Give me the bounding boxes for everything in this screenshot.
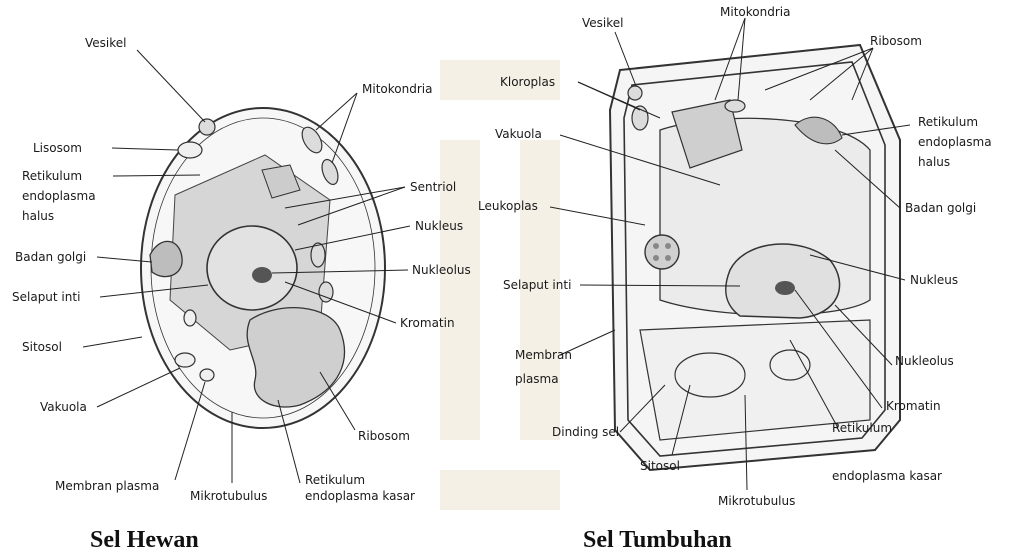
animal-label-vesikel: Vesikel bbox=[85, 36, 126, 50]
plant-mitochondrion-1 bbox=[725, 100, 745, 112]
plant-label-sitosol: Sitosol bbox=[640, 459, 680, 473]
plant-label-dinding-sel: Dinding sel bbox=[552, 425, 619, 439]
animal-label-retikulum-halus-3: halus bbox=[22, 209, 54, 223]
plant-label-nukleolus: Nukleolus bbox=[895, 354, 954, 368]
animal-label-kromatin: Kromatin bbox=[400, 316, 455, 330]
animal-nucleolus bbox=[252, 267, 272, 283]
animal-cell bbox=[141, 108, 385, 428]
plant-label-ribosom: Ribosom bbox=[870, 34, 922, 48]
animal-nucleus bbox=[207, 226, 297, 310]
plant-label-retikulum-kasar-2: endoplasma kasar bbox=[832, 469, 942, 483]
animal-cell-caption: Sel Hewan bbox=[90, 527, 199, 553]
animal-label-selaput-inti: Selaput inti bbox=[12, 290, 80, 304]
plant-label-badan-golgi: Badan golgi bbox=[905, 201, 976, 215]
plant-vesicle-3 bbox=[628, 86, 642, 100]
plant-label-kromatin: Kromatin bbox=[886, 399, 941, 413]
animal-vacuole-1 bbox=[175, 353, 195, 367]
plant-label-retikulum-halus-1: Retikulum bbox=[918, 115, 978, 129]
animal-label-vakuola: Vakuola bbox=[40, 400, 87, 414]
plant-label-vakuola: Vakuola bbox=[495, 127, 542, 141]
plant-nucleolus bbox=[775, 281, 795, 295]
plant-cell bbox=[610, 45, 900, 470]
animal-label-nukleolus: Nukleolus bbox=[412, 263, 471, 277]
plant-label-leukoplas: Leukoplas bbox=[478, 199, 538, 213]
animal-label-sentriol: Sentriol bbox=[410, 180, 456, 194]
animal-label-lisosom: Lisosom bbox=[33, 141, 82, 155]
plant-cell-caption: Sel Tumbuhan bbox=[583, 527, 732, 553]
animal-label-mitokondria: Mitokondria bbox=[362, 82, 432, 96]
plant-label-nukleus: Nukleus bbox=[910, 273, 958, 287]
animal-label-retikulum-halus-1: Retikulum bbox=[22, 169, 82, 183]
plant-label-kloroplas: Kloroplas bbox=[500, 75, 555, 89]
plant-label-retikulum-kasar-1: Retikulum bbox=[832, 421, 892, 435]
animal-vacuole-3 bbox=[184, 310, 196, 326]
animal-lysosome bbox=[178, 142, 202, 158]
animal-label-retikulum-kasar-2: endoplasma kasar bbox=[305, 489, 415, 503]
animal-label-sitosol: Sitosol bbox=[22, 340, 62, 354]
plant-label-vesikel: Vesikel bbox=[582, 16, 623, 30]
plant-nucleus bbox=[726, 244, 840, 318]
animal-label-retikulum-kasar-1: Retikulum bbox=[305, 473, 365, 487]
animal-label-retikulum-halus-2: endoplasma bbox=[22, 189, 96, 203]
plant-label-mikrotubulus: Mikrotubulus bbox=[718, 494, 795, 508]
animal-label-badan-golgi: Badan golgi bbox=[15, 250, 86, 264]
plant-label-selaput-inti: Selaput inti bbox=[503, 278, 571, 292]
plant-label-mitokondria: Mitokondria bbox=[720, 5, 790, 19]
plant-vesicle-1 bbox=[675, 353, 745, 397]
animal-label-ribosom: Ribosom bbox=[358, 429, 410, 443]
animal-label-membran-plasma: Membran plasma bbox=[55, 479, 159, 493]
plant-label-retikulum-halus-3: halus bbox=[918, 155, 950, 169]
plant-label-membran-plasma-2: plasma bbox=[515, 372, 559, 386]
plant-leukoplast bbox=[645, 235, 679, 269]
animal-label-nukleus: Nukleus bbox=[415, 219, 463, 233]
animal-vesicle bbox=[199, 119, 215, 135]
plant-label-membran-plasma-1: Membran bbox=[515, 348, 572, 362]
plant-label-retikulum-halus-2: endoplasma bbox=[918, 135, 992, 149]
animal-label-mikrotubulus: Mikrotubulus bbox=[190, 489, 267, 503]
animal-vacuole-2 bbox=[200, 369, 214, 381]
